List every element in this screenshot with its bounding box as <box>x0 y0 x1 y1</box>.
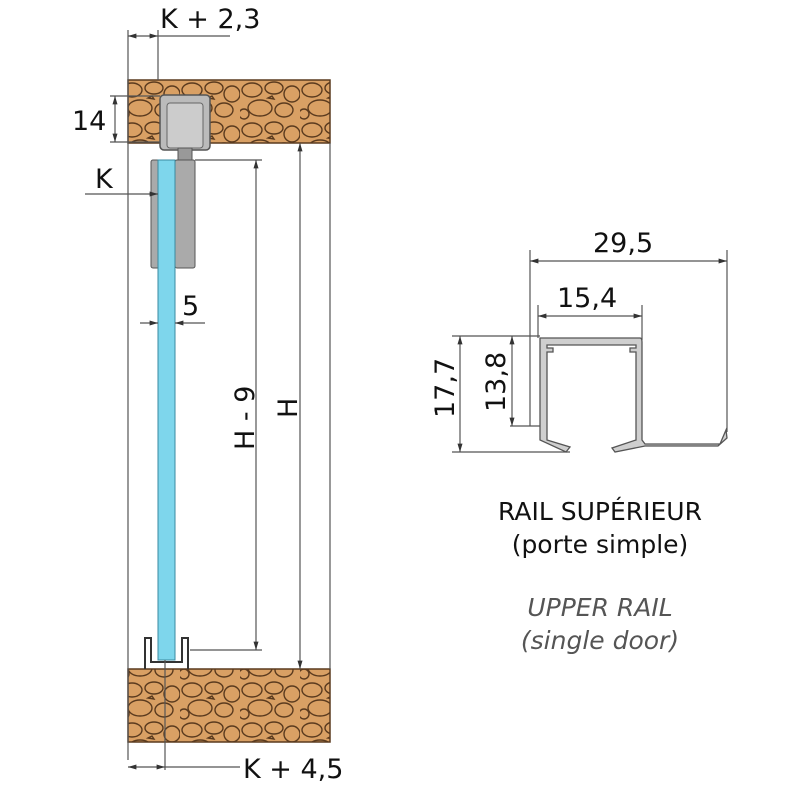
caption-en-subtitle: (single door) <box>520 626 680 655</box>
dim-glass-thickness: 5 <box>182 291 199 322</box>
profile-dimension-lines <box>452 250 728 453</box>
dim-bottom-offset: K + 4,5 <box>243 754 343 785</box>
caption-fr-title: RAIL SUPÉRIEUR <box>498 497 702 526</box>
caption-en-title: UPPER RAIL <box>527 593 673 622</box>
ceiling-block <box>127 79 331 144</box>
dim-profile-inner-width: 15,4 <box>557 283 617 314</box>
dim-k: K <box>95 164 114 195</box>
dim-profile-inner-height: 13,8 <box>481 352 512 412</box>
caption-fr-subtitle: (porte simple) <box>511 530 689 559</box>
dim-door-height: H - 9 <box>230 386 261 450</box>
floor-block <box>127 668 331 743</box>
dim-total-height: H <box>273 398 304 418</box>
dimension-lines <box>85 30 331 770</box>
dim-top-offset: K + 2,3 <box>160 4 260 35</box>
upper-rail-section <box>159 94 211 161</box>
rail-profile <box>539 337 728 453</box>
floor-guide <box>144 637 189 669</box>
dim-rail-height: 14 <box>72 106 106 137</box>
dim-profile-total-width: 29,5 <box>593 228 653 259</box>
glass-panel <box>157 159 176 661</box>
dim-profile-total-height: 17,7 <box>430 358 461 418</box>
hanger-clamp-right <box>174 159 196 269</box>
